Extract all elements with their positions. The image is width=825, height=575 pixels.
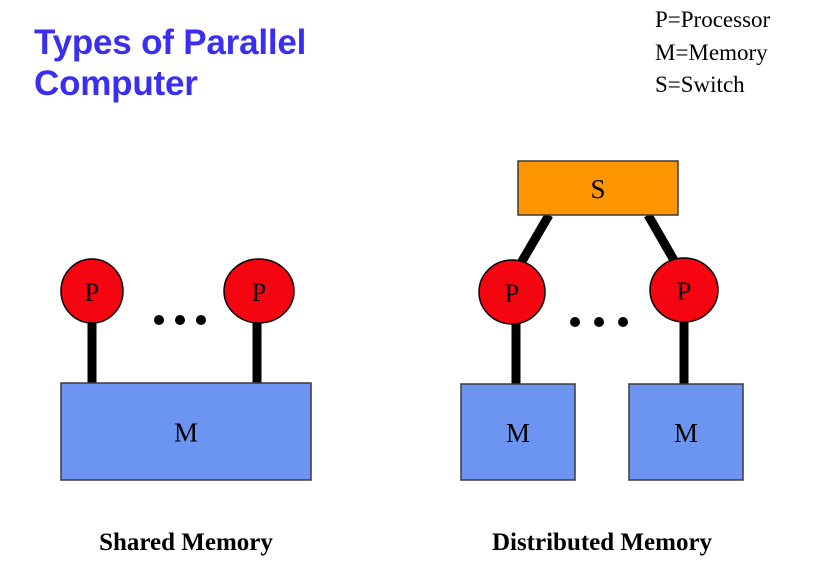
memory-node-right[interactable] <box>628 383 744 481</box>
processor-node-right[interactable] <box>223 258 295 324</box>
ellipsis-icon-distributed <box>570 317 628 327</box>
memory-node-shared-label: M <box>174 418 198 448</box>
caption-shared-memory: Shared Memory <box>99 529 273 556</box>
caption-distributed-memory: Distributed Memory <box>491 529 713 556</box>
memory-node-left-label: M <box>506 418 530 448</box>
memory-node-left[interactable] <box>460 383 576 481</box>
connector-switch-to-p-right <box>644 212 679 265</box>
page-title: Types of Parallel Computer <box>34 23 307 104</box>
memory-node-right-label: M <box>674 418 698 448</box>
memory-node-shared[interactable] <box>60 382 312 481</box>
legend-item-processor: P=Processor <box>655 7 771 32</box>
switch-node-label: S <box>590 174 605 204</box>
processor-node-distributed-left-label: P <box>505 279 519 308</box>
processor-node-right-label: P <box>252 278 266 307</box>
shared-memory-diagram: M P P <box>60 258 312 481</box>
legend-key: P=Processor M=Memory S=Switch <box>655 4 770 102</box>
switch-node[interactable] <box>517 160 679 216</box>
processor-node-distributed-right[interactable] <box>649 257 719 323</box>
processor-node-distributed-left[interactable] <box>478 259 546 325</box>
processor-node-left-label: P <box>85 278 99 307</box>
ellipsis-icon-shared <box>154 315 206 325</box>
legend-item-memory: M=Memory <box>655 39 768 65</box>
distributed-memory-diagram: S M M P P <box>460 160 744 481</box>
legend-item-switch: S=Switch <box>655 72 745 98</box>
processor-node-left[interactable] <box>60 258 124 324</box>
connector-switch-to-p-left <box>517 212 553 266</box>
processor-node-distributed-right-label: P <box>677 277 691 306</box>
